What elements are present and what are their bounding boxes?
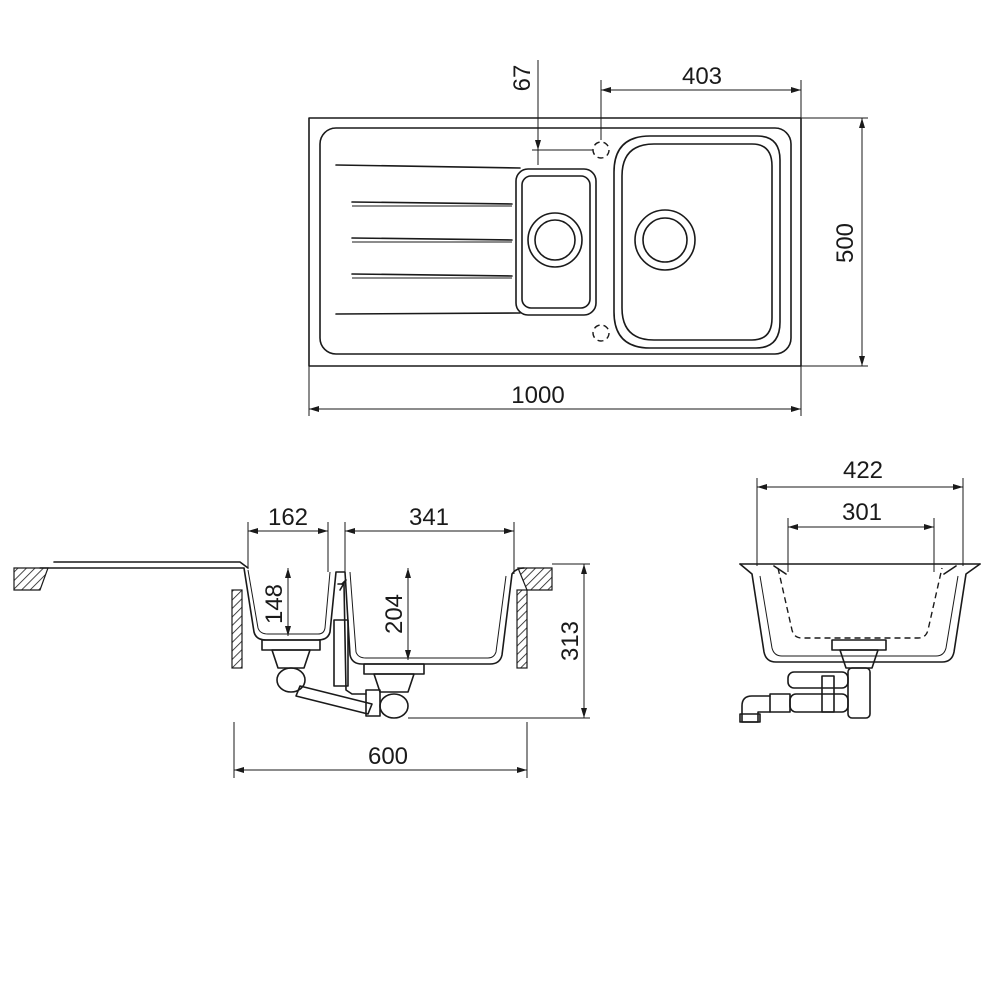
dim-small-bowl-width: 162: [247, 504, 329, 572]
small-bowl: [515, 168, 597, 316]
dim-label-148: 148: [261, 584, 288, 624]
dim-label-301: 301: [842, 499, 882, 526]
dim-large-bowl-width: 341: [344, 504, 515, 574]
dim-large-bowl-depth: 204: [381, 568, 411, 660]
dim-label-403: 403: [682, 63, 722, 90]
top-view: 1000 500 403 67: [308, 60, 868, 416]
dim-label-1000: 1000: [511, 382, 564, 409]
dim-label-500: 500: [832, 223, 859, 263]
drainboard-grooves: [335, 164, 521, 315]
end-view: 422 301: [739, 457, 981, 723]
dim-label-313: 313: [557, 621, 584, 661]
side-view: 162 341 148 204: [13, 504, 590, 778]
dim-label-204: 204: [381, 594, 408, 634]
dim-label-600: 600: [368, 743, 408, 770]
end-waste-fittings: [739, 639, 887, 723]
dim-tap-offset: 67: [509, 60, 593, 165]
waste-fittings: [261, 579, 425, 719]
dim-label-341: 341: [409, 504, 449, 531]
dim-overall-width: 1000: [308, 366, 802, 416]
dim-end-outer-width: 422: [756, 457, 964, 566]
large-bowl: [613, 135, 781, 349]
sink-outline: [308, 117, 802, 367]
dim-end-inner-width: 301: [787, 499, 935, 572]
dim-label-422: 422: [843, 457, 883, 484]
dim-overall-depth: 500: [801, 117, 868, 367]
dim-overall-height: 313: [408, 563, 590, 719]
worktop-section: [13, 567, 553, 669]
dim-label-67: 67: [509, 65, 536, 92]
end-sink-profile: [739, 563, 981, 663]
dim-bowl-width: 403: [600, 63, 802, 140]
dim-label-162: 162: [268, 504, 308, 531]
dim-cabinet-width: 600: [233, 722, 528, 778]
dim-small-bowl-depth: 148: [261, 568, 291, 636]
